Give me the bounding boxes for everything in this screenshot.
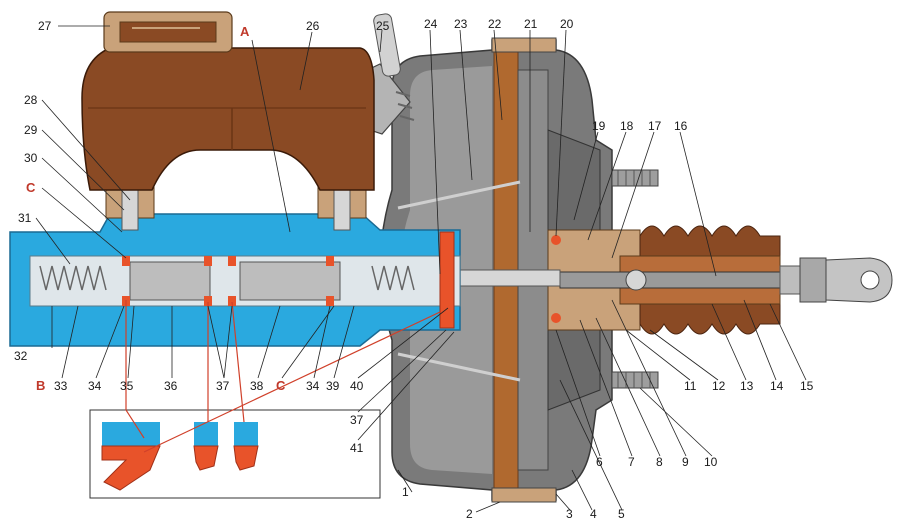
label-30: 30 <box>24 151 38 165</box>
label-29: 29 <box>24 123 38 137</box>
inset-seal-right <box>233 422 259 471</box>
label-35: 35 <box>120 379 134 393</box>
label-25: 25 <box>376 19 390 33</box>
label-C-mid: C <box>276 378 286 393</box>
label-28: 28 <box>24 93 38 107</box>
secondary-piston <box>129 261 211 301</box>
booster-bottom-rim <box>491 487 557 503</box>
valve-seal-top <box>551 235 561 245</box>
label-37b: 37 <box>350 413 364 427</box>
seal-37b <box>228 296 236 306</box>
label-23: 23 <box>454 17 468 31</box>
label-27: 27 <box>38 19 52 33</box>
seal-34d <box>326 256 334 266</box>
label-34b: 34 <box>306 379 320 393</box>
clevis <box>799 257 893 303</box>
label-15: 15 <box>800 379 814 393</box>
label-7: 7 <box>628 455 635 469</box>
label-34a: 34 <box>88 379 102 393</box>
label-21: 21 <box>524 17 538 31</box>
label-36: 36 <box>164 379 178 393</box>
label-26: 26 <box>306 19 320 33</box>
label-33: 33 <box>54 379 68 393</box>
label-12: 12 <box>712 379 726 393</box>
label-4: 4 <box>590 507 597 521</box>
label-24: 24 <box>424 17 438 31</box>
seal-34c <box>326 296 334 306</box>
label-18: 18 <box>620 119 634 133</box>
seal-34a <box>122 256 130 266</box>
label-39: 39 <box>326 379 340 393</box>
mounting-stud-bottom <box>611 371 659 389</box>
label-40: 40 <box>350 379 364 393</box>
push-rod <box>559 271 811 289</box>
label-A: A <box>240 24 250 39</box>
reservoir-cap <box>103 11 233 53</box>
label-1: 1 <box>402 485 409 499</box>
reservoir-tank <box>81 47 375 191</box>
label-6: 6 <box>596 455 603 469</box>
label-8: 8 <box>656 455 663 469</box>
label-11: 11 <box>684 379 697 393</box>
label-5: 5 <box>618 507 625 521</box>
label-22: 22 <box>488 17 502 31</box>
label-20: 20 <box>560 17 574 31</box>
booster-output-rod <box>459 269 561 287</box>
seal-detail-inset <box>89 409 381 499</box>
master-cylinder <box>9 175 461 347</box>
seal-37d <box>228 256 236 266</box>
label-38: 38 <box>250 379 264 393</box>
valve-seal-bottom <box>551 313 561 323</box>
rod-thread <box>779 265 801 295</box>
primary-piston <box>239 261 341 301</box>
inset-seal-large <box>101 422 161 491</box>
label-C-left: C <box>26 180 36 195</box>
label-17: 17 <box>648 119 662 133</box>
seal-37c <box>204 256 212 266</box>
label-10: 10 <box>704 455 718 469</box>
seal-callout-leaders <box>125 300 441 453</box>
label-3: 3 <box>566 507 573 521</box>
label-19: 19 <box>592 119 606 133</box>
cylinder-spring-left <box>39 265 107 291</box>
cylinder-spring-right <box>371 265 415 291</box>
label-2: 2 <box>466 507 473 521</box>
label-B: B <box>36 378 45 393</box>
vacuum-booster <box>337 13 893 503</box>
label-16: 16 <box>674 119 688 133</box>
seal-37a <box>204 296 212 306</box>
label-9: 9 <box>682 455 689 469</box>
reservoir <box>81 11 375 191</box>
push-rod-ball <box>625 269 647 291</box>
return-spring <box>397 180 521 382</box>
label-41: 41 <box>350 441 364 455</box>
label-37a: 37 <box>216 379 230 393</box>
front-seal <box>439 231 455 329</box>
label-32: 32 <box>14 349 28 363</box>
inset-seal-mid <box>193 422 219 471</box>
label-31: 31 <box>18 211 32 225</box>
mounting-stud-top <box>611 169 659 187</box>
booster-top-rim <box>491 37 557 53</box>
callout-leaders <box>35 25 807 513</box>
label-14: 14 <box>770 379 784 393</box>
label-13: 13 <box>740 379 754 393</box>
callout-labels: 27 A 26 25 24 23 22 21 20 19 18 17 16 28… <box>14 17 814 521</box>
